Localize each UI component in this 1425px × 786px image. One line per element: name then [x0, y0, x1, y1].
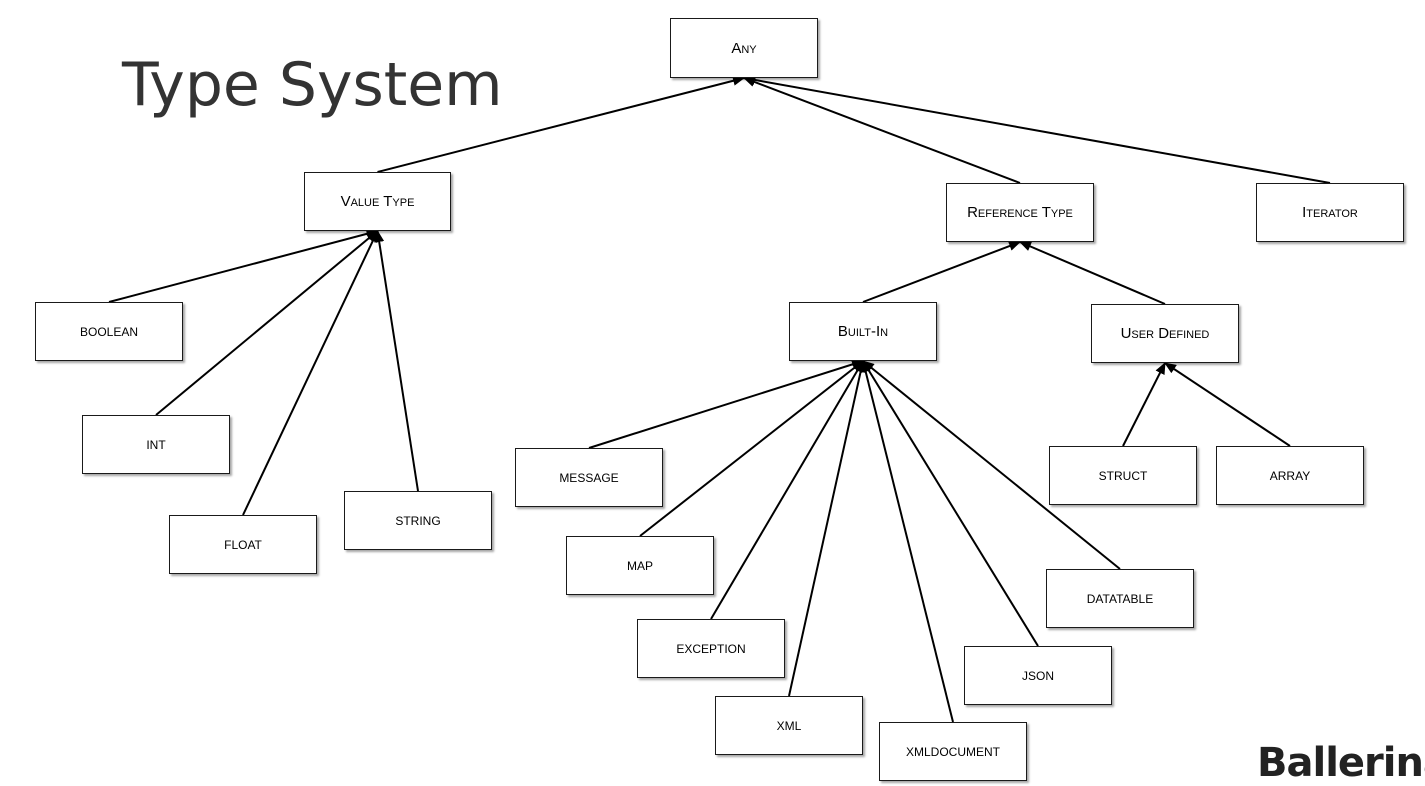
edge-message-to-built_in — [588, 359, 864, 449]
node-label: FLOAT — [224, 537, 262, 552]
node-label: XML — [776, 718, 802, 733]
node-struct: STRUCT — [1049, 446, 1197, 505]
node-label: BOOLEAN — [79, 324, 139, 339]
node-xmldocument: XMLDOCUMENT — [879, 722, 1027, 781]
edge-user_defined-to-reference_type — [1019, 241, 1166, 305]
node-label: XMLDOCUMENT — [905, 744, 1000, 759]
edge-float-to-value_type — [242, 230, 379, 516]
edge-boolean-to-value_type — [108, 228, 379, 303]
node-label: Iterator — [1302, 204, 1358, 221]
node-label: MAP — [626, 558, 653, 573]
edge-reference_type-to-any — [743, 77, 1021, 184]
node-exception: EXCEPTION — [637, 619, 785, 678]
node-datatable: DATATABLE — [1046, 569, 1194, 628]
node-any: Any — [670, 18, 818, 78]
edge-string-to-value_type — [374, 230, 419, 492]
edge-array-to-user_defined — [1164, 362, 1291, 447]
node-label: Value Type — [340, 193, 415, 210]
node-string: STRING — [344, 491, 492, 550]
ballerina-logo: Ballerina — [1257, 740, 1425, 786]
edge-xmldocument-to-built_in — [860, 360, 954, 723]
node-boolean: BOOLEAN — [35, 302, 183, 361]
node-iterator: Iterator — [1256, 183, 1404, 242]
node-label: Built-In — [837, 323, 889, 340]
node-value-type: Value Type — [304, 172, 451, 231]
edge-map-to-built_in — [639, 360, 864, 537]
node-map: MAP — [566, 536, 714, 595]
edge-iterator-to-any — [743, 75, 1331, 184]
edge-int-to-value_type — [155, 230, 379, 416]
node-label: ARRAY — [1269, 468, 1311, 483]
node-float: FLOAT — [169, 515, 317, 574]
edge-built_in-to-reference_type — [862, 241, 1021, 303]
node-label: JSON — [1021, 668, 1054, 683]
node-label: Reference Type — [967, 204, 1073, 221]
node-label: EXCEPTION — [676, 641, 746, 656]
edge-value_type-to-any — [377, 75, 745, 173]
edge-xml-to-built_in — [788, 360, 866, 697]
node-label: DATATABLE — [1086, 591, 1154, 606]
node-label: STRING — [395, 513, 441, 528]
node-label: STRUCT — [1098, 468, 1148, 483]
slide-title: Type System — [122, 50, 503, 120]
node-reference-type: Reference Type — [946, 183, 1094, 242]
edge-struct-to-user_defined — [1122, 362, 1166, 447]
node-label: User Defined — [1120, 325, 1210, 342]
edge-datatable-to-built_in — [862, 360, 1121, 570]
node-array: ARRAY — [1216, 446, 1364, 505]
node-built-in: Built-In — [789, 302, 937, 361]
edge-exception-to-built_in — [710, 360, 864, 620]
node-xml: XML — [715, 696, 863, 755]
node-user-defined: User Defined — [1091, 304, 1239, 363]
node-message: MESSAGE — [515, 448, 663, 507]
node-label: MESSAGE — [559, 470, 619, 485]
edge-json-to-built_in — [862, 360, 1039, 647]
node-label: INT — [146, 437, 166, 452]
node-json: JSON — [964, 646, 1112, 705]
node-int: INT — [82, 415, 230, 474]
node-label: Any — [731, 39, 757, 57]
